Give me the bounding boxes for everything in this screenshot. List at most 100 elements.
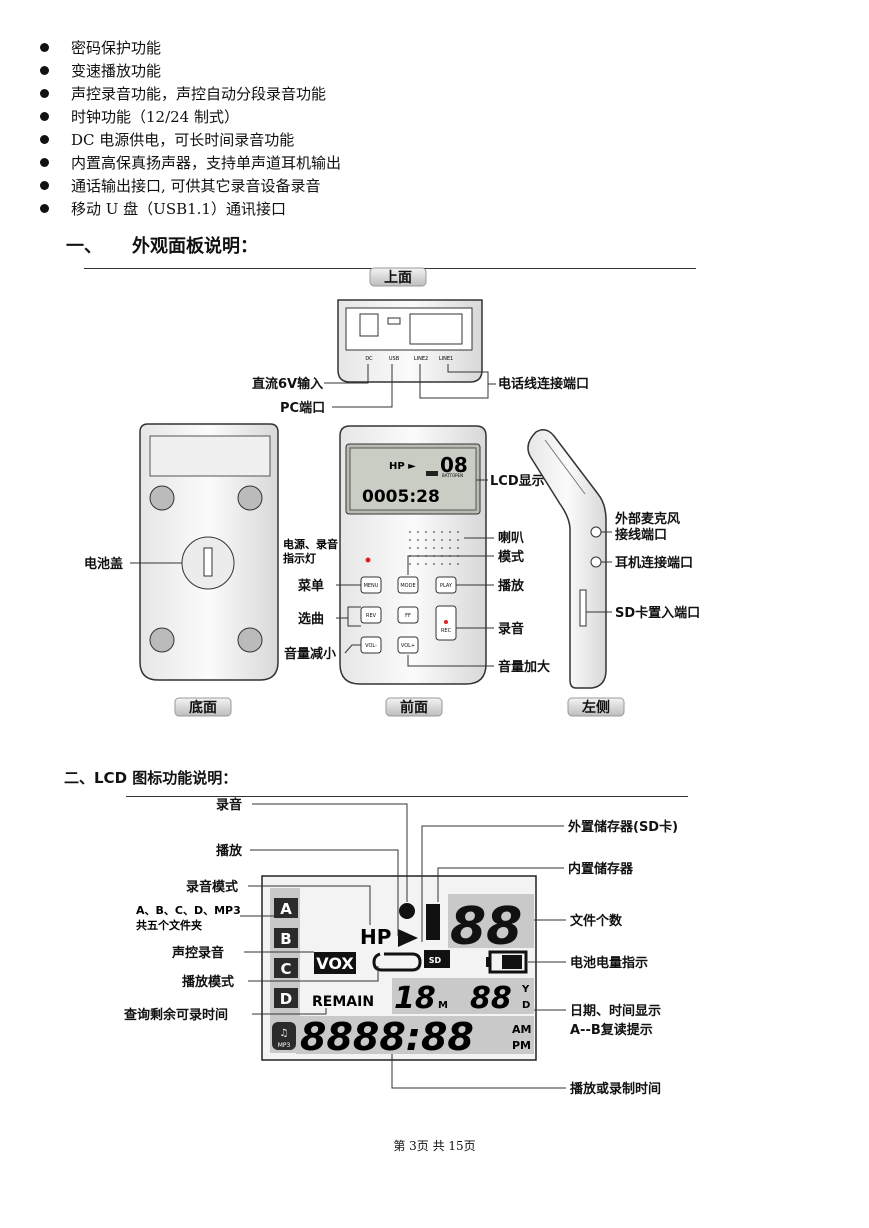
label-folders-line1: A、B、C、D、MP3: [136, 904, 241, 917]
svg-text:D: D: [280, 990, 292, 1008]
svg-text:A: A: [280, 900, 292, 918]
label-dc-in: 直流6V输入: [252, 376, 323, 392]
tag-bottom-view: 底面: [174, 697, 232, 717]
label-record: 录音: [216, 797, 242, 813]
label-ext-mic-line2: 接线端口: [615, 527, 667, 543]
label-mode: 模式: [498, 549, 524, 565]
label-folders-line2: 共五个文件夹: [136, 918, 202, 932]
label-play-mode: 播放模式: [182, 974, 234, 990]
svg-text:MODE: MODE: [400, 583, 415, 589]
label-vox: 声控录音: [171, 945, 224, 961]
svg-text:VOL-: VOL-: [365, 643, 377, 649]
svg-text:底面: 底面: [189, 699, 217, 716]
label-battery: 电池电量指示: [570, 955, 648, 971]
svg-text:HP ►: HP ►: [389, 461, 416, 472]
list-item: 移动 U 盘（USB1.1）通讯接口: [40, 197, 740, 220]
label-rec: 录音: [498, 621, 524, 637]
label-vol-down: 音量减小: [284, 646, 336, 662]
svg-text:D: D: [522, 1000, 530, 1011]
record-dot-icon: [399, 903, 415, 919]
rev-button[interactable]: [360, 606, 382, 624]
label-select: 选曲: [298, 611, 324, 627]
svg-text:B: B: [280, 930, 291, 948]
svg-text:Y: Y: [521, 984, 530, 995]
svg-text:MENU: MENU: [364, 583, 379, 589]
label-ext-mic-line1: 外部麦克风: [614, 511, 680, 527]
section-heading-lcd: 二、LCD 图标功能说明：: [64, 769, 238, 787]
svg-text:C: C: [280, 960, 291, 978]
label-phone-port: 电话线连接端口: [498, 376, 589, 392]
bullet-icon: [40, 112, 49, 121]
lcd-diagram: A B C D HP VOX REMAIN SD 88 18 M 88 Y D …: [123, 797, 678, 1097]
bullet-icon: [40, 89, 49, 98]
svg-text:REC: REC: [441, 628, 452, 634]
bullet-icon: [40, 66, 49, 75]
section-heading-panel: 一、外观面板说明：: [66, 236, 258, 257]
time-digits: 8888:88: [300, 1015, 474, 1059]
label-remain: 查询剩余可录时间: [123, 1007, 228, 1023]
vol-plus-button[interactable]: [397, 636, 419, 654]
device-top-view: DC USB LINE2 LINE1: [337, 299, 483, 383]
bullet-icon: [40, 43, 49, 52]
tag-left-view: 左侧: [567, 697, 625, 717]
svg-text:LINE2: LINE2: [414, 356, 428, 362]
svg-text:DC: DC: [365, 356, 373, 362]
label-menu: 菜单: [297, 578, 324, 594]
label-lcd: LCD显示: [490, 474, 545, 489]
label-datetime-line1: 日期、时间显示: [570, 1003, 661, 1019]
svg-text:M: M: [438, 1000, 448, 1011]
feature-list: 密码保护功能 变速播放功能 声控录音功能，声控自动分段录音功能 时钟功能（12/…: [40, 36, 740, 220]
svg-text:REV: REV: [366, 613, 377, 619]
date-digits-1: 18: [394, 981, 436, 1016]
list-item: 声控录音功能，声控自动分段录音功能: [40, 82, 740, 105]
vox-icon: VOX: [316, 954, 354, 973]
file-count-digits: 88: [450, 897, 522, 957]
label-earphone: 耳机连接端口: [615, 555, 693, 571]
date-digits-2: 88: [470, 981, 512, 1016]
svg-text:前面: 前面: [400, 699, 428, 716]
svg-text:BATT: BATT: [442, 473, 453, 478]
svg-text:PLAY: PLAY: [440, 583, 453, 589]
play-arrow-icon: [398, 929, 418, 947]
hp-icon: HP: [360, 925, 391, 949]
svg-text:左侧: 左侧: [581, 699, 610, 716]
label-vol-up: 音量加大: [498, 659, 550, 675]
svg-text:OPEN: OPEN: [452, 473, 463, 478]
list-item: 内置高保真扬声器，支持单声道耳机输出: [40, 151, 740, 174]
svg-text:MP3: MP3: [278, 1042, 291, 1049]
svg-text:08: 08: [440, 453, 468, 477]
battery-icon: [486, 950, 528, 974]
svg-text:AM: AM: [512, 1023, 531, 1036]
label-lcd-play: 播放: [216, 843, 243, 859]
memory-chip-icon: [426, 904, 440, 940]
folder-icons: A B C D: [274, 898, 298, 1008]
sd-icon: SD: [429, 956, 442, 965]
bullet-icon: [40, 158, 49, 167]
list-item: 时钟功能（12/24 制式）: [40, 105, 740, 128]
svg-text:0005:28: 0005:28: [362, 487, 440, 507]
repeat-loop-icon: [372, 952, 422, 972]
svg-text:USB: USB: [389, 356, 400, 362]
device-bottom-view: [139, 423, 279, 681]
label-led-line2: 指示灯: [283, 551, 316, 565]
panel-diagram: 上面 底面 前面 左侧 DC USB LINE2 LINE1 直流6V输入 PC…: [84, 267, 700, 717]
divider: [126, 796, 688, 797]
label-rec-mode: 录音模式: [186, 879, 238, 895]
list-item: DC 电源供电，可长时间录音功能: [40, 128, 740, 151]
label-battery-cover: 电池盖: [84, 556, 123, 572]
bullet-icon: [40, 135, 49, 144]
device-front-view: HP ► 08 BATT OPEN 0005:28 MENU MODE PLAY…: [339, 425, 487, 685]
label-datetime-line2: A--B复读提示: [570, 1022, 653, 1038]
label-ext-storage: 外置储存器(SD卡): [567, 819, 678, 835]
svg-text:上面: 上面: [384, 270, 412, 286]
bullet-icon: [40, 181, 49, 190]
svg-text:FF: FF: [405, 613, 411, 619]
label-play: 播放: [498, 578, 525, 594]
svg-text:PM: PM: [512, 1039, 531, 1052]
mode-button[interactable]: [397, 576, 419, 594]
svg-text:♫: ♫: [280, 1028, 289, 1039]
label-led-line1: 电源、录音: [283, 537, 338, 551]
page-footer: 第 3页 共 15页: [393, 1139, 476, 1153]
ff-button[interactable]: [397, 606, 419, 624]
label-file-count: 文件个数: [570, 913, 623, 929]
